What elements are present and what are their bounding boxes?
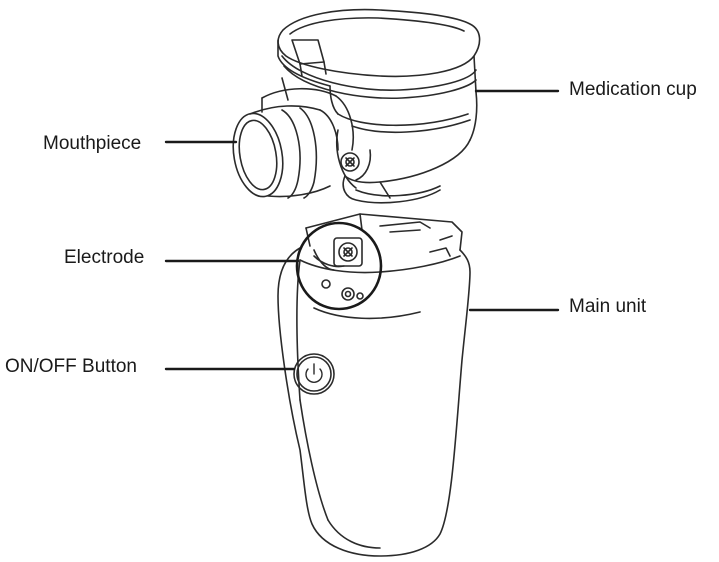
medication-cup-part xyxy=(277,8,481,204)
label-main-unit: Main unit xyxy=(569,296,647,317)
label-on-off-button: ON/OFF Button xyxy=(5,356,137,377)
leader-lines xyxy=(164,89,560,371)
electrode-zoom-circle xyxy=(295,221,383,311)
main-unit-part xyxy=(277,213,471,557)
label-medication-cup: Medication cup xyxy=(569,79,697,100)
power-icon xyxy=(305,363,323,383)
label-mouthpiece: Mouthpiece xyxy=(43,133,142,154)
mouthpiece-part xyxy=(232,87,354,199)
label-electrode: Electrode xyxy=(64,247,145,268)
